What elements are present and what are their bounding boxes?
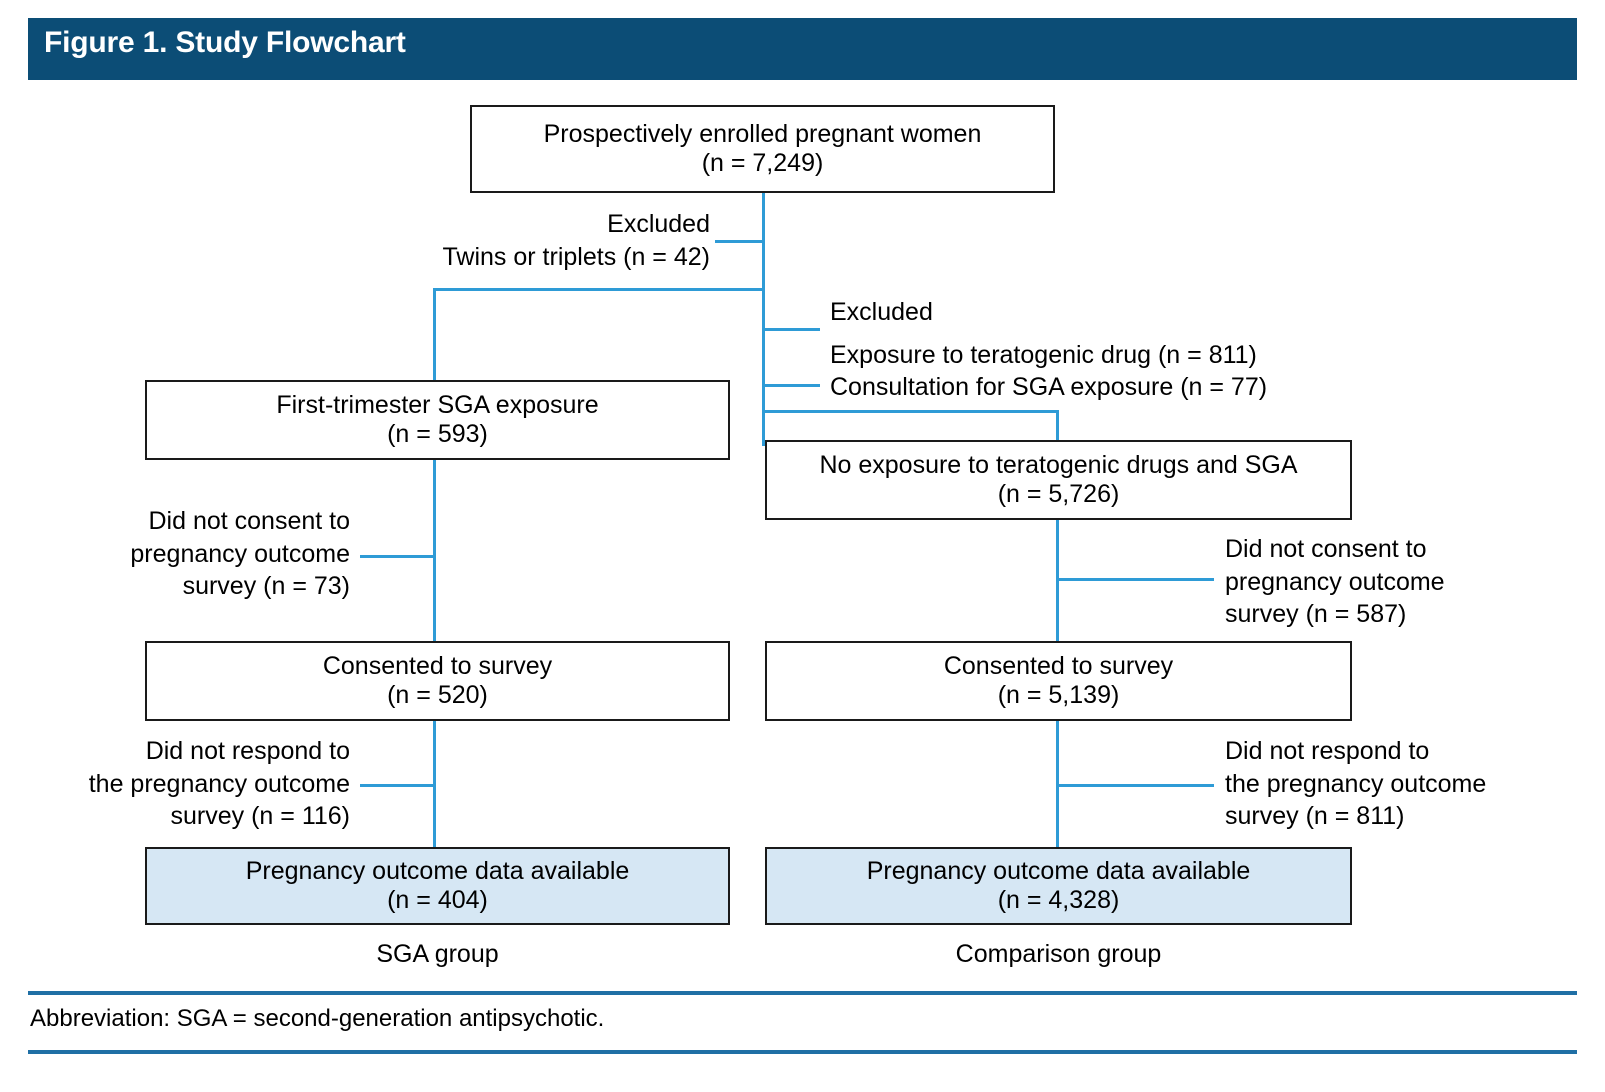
note-excluded-teratogenic-line2: Exposure to teratogenic drug (n = 811) <box>830 340 1257 369</box>
connector-right-no-respond <box>1056 784 1214 787</box>
node-outcome-right: Pregnancy outcome data available (n = 4,… <box>765 847 1352 925</box>
node-outcome-right-line1: Pregnancy outcome data available <box>866 856 1251 885</box>
note-excluded-twins-line2: Twins or triplets (n = 42) <box>442 242 710 271</box>
connector-left-no-consent <box>360 555 435 558</box>
node-consented-left: Consented to survey (n = 520) <box>145 641 730 721</box>
connector-split-left <box>433 288 765 291</box>
connector-left-trunk <box>433 288 436 383</box>
connector-left-exposure-to-consented <box>433 460 436 642</box>
note-no-respond-right-line2: the pregnancy outcome <box>1225 769 1487 798</box>
connector-excluded-twins <box>715 240 765 243</box>
node-outcome-right-line2: (n = 4,328) <box>997 886 1120 914</box>
node-outcome-left-line1: Pregnancy outcome data available <box>245 856 630 885</box>
node-first-trimester-sga-exposure: First-trimester SGA exposure (n = 593) <box>145 380 730 460</box>
note-no-consent-left-line2: pregnancy outcome <box>130 539 350 568</box>
note-no-consent-right-line1: Did not consent to <box>1225 535 1427 563</box>
connector-right-jog <box>1056 410 1059 440</box>
footer-rule-bottom <box>28 1050 1577 1054</box>
page-title: Figure 1. Study Flowchart <box>44 26 406 59</box>
note-no-consent-right: Did not consent to pregnancy outcome sur… <box>1225 533 1585 631</box>
note-no-respond-left-line3: survey (n = 116) <box>170 802 350 830</box>
note-no-respond-left-line1: Did not respond to <box>145 737 350 765</box>
connector-left-no-respond <box>360 784 435 787</box>
note-no-consent-right-line3: survey (n = 587) <box>1225 600 1407 628</box>
node-enrolled-line1: Prospectively enrolled pregnant women <box>543 119 982 148</box>
note-no-consent-left-line3: survey (n = 73) <box>182 572 350 600</box>
note-no-consent-left: Did not consent to pregnancy outcome sur… <box>40 505 350 603</box>
note-excluded-teratogenic-line1: Excluded <box>830 298 933 326</box>
node-consented-left-line2: (n = 520) <box>387 681 488 709</box>
note-no-respond-left: Did not respond to the pregnancy outcome… <box>20 735 350 833</box>
connector-split-right <box>762 410 1059 413</box>
note-no-consent-left-line1: Did not consent to <box>148 507 350 535</box>
node-sga-exposure-line1: First-trimester SGA exposure <box>276 390 599 419</box>
connector-right-no-consent <box>1056 578 1214 581</box>
node-sga-exposure-line2: (n = 593) <box>387 420 488 448</box>
note-no-respond-right: Did not respond to the pregnancy outcome… <box>1225 735 1595 833</box>
caption-sga-group: SGA group <box>376 940 499 968</box>
node-outcome-left-line2: (n = 404) <box>387 886 488 914</box>
node-enrolled-line2: (n = 7,249) <box>701 149 824 177</box>
note-excluded-twins: Excluded Twins or triplets (n = 42) <box>240 208 710 273</box>
node-enrolled: Prospectively enrolled pregnant women (n… <box>470 105 1055 193</box>
caption-comparison-group: Comparison group <box>955 940 1162 968</box>
footer-rule-top <box>28 991 1577 995</box>
node-outcome-left: Pregnancy outcome data available (n = 40… <box>145 847 730 925</box>
note-no-respond-right-line3: survey (n = 811) <box>1225 802 1405 830</box>
note-no-respond-left-line2: the pregnancy outcome <box>88 769 350 798</box>
node-consented-right: Consented to survey (n = 5,139) <box>765 641 1352 721</box>
note-excluded-twins-line1: Excluded <box>607 210 710 238</box>
footer-abbreviation: Abbreviation: SGA = second-generation an… <box>30 1005 605 1032</box>
node-consented-left-line1: Consented to survey <box>322 651 553 680</box>
note-no-respond-right-line1: Did not respond to <box>1225 737 1430 765</box>
node-no-exposure: No exposure to teratogenic drugs and SGA… <box>765 440 1352 520</box>
note-excluded-teratogenic-line3: Consultation for SGA exposure (n = 77) <box>830 373 1268 401</box>
node-consented-right-line2: (n = 5,139) <box>997 681 1120 709</box>
node-consented-right-line1: Consented to survey <box>943 651 1174 680</box>
note-no-consent-right-line2: pregnancy outcome <box>1225 567 1445 596</box>
connector-excluded-teratogenic-1 <box>762 328 820 331</box>
note-spacer <box>830 329 1430 339</box>
note-excluded-teratogenic: Excluded Exposure to teratogenic drug (n… <box>830 296 1430 404</box>
node-no-exposure-line1: No exposure to teratogenic drugs and SGA <box>819 450 1298 479</box>
connector-trunk-main <box>762 192 765 446</box>
connector-excluded-teratogenic-2 <box>762 384 820 387</box>
figure-header-bar <box>28 18 1577 80</box>
node-no-exposure-line2: (n = 5,726) <box>997 480 1120 508</box>
